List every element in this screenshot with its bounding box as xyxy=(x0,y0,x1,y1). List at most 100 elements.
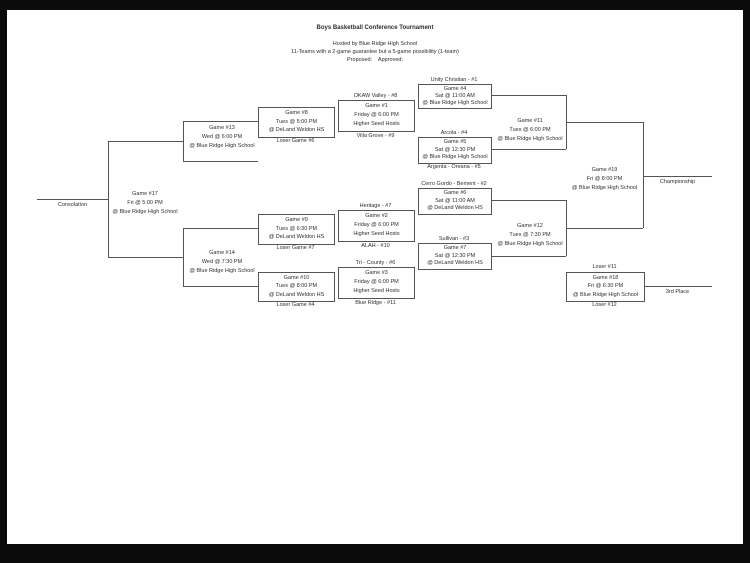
game-19-block: Game #19 Fri @ 8:00 PM @ Blue Ridge High… xyxy=(567,166,642,193)
bracket-line-game9-in xyxy=(183,228,258,229)
game-6-time: Sat @ 11:00 AM xyxy=(435,197,475,204)
game-18-number: Game #18 xyxy=(592,274,619,281)
game-3-number: Game #3 xyxy=(365,270,388,277)
game-2-box: Game #2 Friday @ 6:00 PM Higher Seed Hos… xyxy=(338,210,415,242)
team-unity-christian: Unity Christian - #1 xyxy=(430,77,478,83)
game-11-time: Tues @ 6:00 PM xyxy=(509,127,551,133)
game-6-box: Game #6 Sat @ 11:00 AM @ DeLand Weldon H… xyxy=(418,188,492,215)
game-13-block: Game #13 Wed @ 6:00 PM @ Blue Ridge High… xyxy=(186,124,258,151)
game-10-time: Tues @ 8:00 PM xyxy=(275,283,318,290)
game-14-block: Game #14 Wed @ 7:30 PM @ Blue Ridge High… xyxy=(186,249,258,276)
team-blue-ridge: Blue Ridge - #11 xyxy=(355,300,396,306)
game-6-number: Game #6 xyxy=(443,190,467,197)
feeder-loser-game6: Loser Game #6 xyxy=(276,138,315,144)
bracket-line-game14-join xyxy=(183,228,184,286)
game-7-number: Game #7 xyxy=(443,245,467,252)
game-12-block: Game #12 Tues @ 7:30 PM @ Blue Ridge Hig… xyxy=(492,222,568,249)
bracket-line-game6-out xyxy=(490,200,566,201)
bracket-line-game13-bye xyxy=(183,161,258,162)
bracket-line-final-join xyxy=(643,122,644,228)
game-13-number: Game #13 xyxy=(209,125,235,131)
game-11-venue: @ Blue Ridge High School xyxy=(497,136,563,142)
game-9-venue: @ DeLand Weldon HS xyxy=(268,234,325,241)
team-arcola: Arcola - #4 xyxy=(440,130,468,136)
game-4-time: Sat @ 11:00 AM xyxy=(435,92,475,99)
page-title: Boys Basketball Conference Tournament xyxy=(316,25,434,31)
game-8-time: Tues @ 5:00 PM xyxy=(275,118,318,125)
game-5-time: Sat @ 12:30 PM xyxy=(434,146,476,153)
team-tri-county: Tri - County - #6 xyxy=(355,260,396,266)
team-alah: ALAH - #10 xyxy=(361,243,390,249)
game-6-venue: @ DeLand Weldon HS xyxy=(427,205,483,212)
feeder-loser-game7: Loser Game #7 xyxy=(276,245,315,251)
game-5-box: Game #5 Sat @ 12:30 PM @ Blue Ridge High… xyxy=(418,137,492,164)
game-11-number: Game #11 xyxy=(517,118,543,124)
team-sullivan: Sullivan - #3 xyxy=(438,236,470,242)
team-heritage: Heritage - #7 xyxy=(359,203,392,209)
game-14-number: Game #14 xyxy=(209,250,235,256)
game-12-venue: @ Blue Ridge High School xyxy=(497,241,563,247)
game-14-venue: @ Blue Ridge High School xyxy=(189,268,255,274)
bracket-line-game4-out xyxy=(490,95,566,96)
game-13-time: Wed @ 6:00 PM xyxy=(201,134,243,140)
game-17-venue: @ Blue Ridge High School xyxy=(112,209,178,215)
consolation-label: Consolation xyxy=(57,202,88,208)
game-7-time: Sat @ 12:30 PM xyxy=(434,252,476,259)
team-villa-grove: Villa Grove - #9 xyxy=(356,133,395,139)
championship-label: Championship xyxy=(659,179,696,185)
bracket-line-consolation xyxy=(37,199,108,200)
game-7-venue: @ DeLand Weldon HS xyxy=(427,260,483,267)
third-place-label: 3rd Place xyxy=(665,289,690,295)
game-17-time: Fri @ 5:00 PM xyxy=(127,200,163,206)
game-10-venue: @ DeLand Weldon HS xyxy=(268,291,325,298)
game-1-number: Game #1 xyxy=(365,103,388,110)
game-3-venue: Higher Seed Hosts xyxy=(353,288,400,295)
game-4-venue: @ Blue Ridge High School xyxy=(422,99,488,106)
game-8-venue: @ DeLand Weldon HS xyxy=(268,127,325,134)
game-8-number: Game #8 xyxy=(285,110,308,117)
game-4-number: Game #4 xyxy=(443,85,467,92)
game-1-venue: Higher Seed Hosts xyxy=(353,121,400,128)
game-3-time: Friday @ 6:00 PM xyxy=(354,279,399,286)
header-format-line: 11-Teams with a 2-game guarantee but a 5… xyxy=(291,49,459,55)
game-1-box: Game #1 Friday @ 6:00 PM Higher Seed Hos… xyxy=(338,100,415,132)
game-12-time: Tues @ 7:30 PM xyxy=(509,232,551,238)
bracket-line-game7-out xyxy=(490,256,566,257)
bracket-line-game11-out xyxy=(566,122,643,123)
game-13-venue: @ Blue Ridge High School xyxy=(189,143,255,149)
game-5-number: Game #5 xyxy=(443,139,467,146)
game-18-box: Game #18 Fri @ 6:30 PM @ Blue Ridge High… xyxy=(566,272,645,302)
game-5-venue: @ Blue Ridge High School xyxy=(422,154,488,161)
bracket-line-game13-out xyxy=(108,141,183,142)
game-7-box: Game #7 Sat @ 12:30 PM @ DeLand Weldon H… xyxy=(418,243,492,270)
game-9-box: Game #9 Tues @ 6:30 PM @ DeLand Weldon H… xyxy=(258,214,335,245)
team-okaw-valley: OKAW Valley - #8 xyxy=(353,93,398,99)
game-10-box: Game #10 Tues @ 8:00 PM @ DeLand Weldon … xyxy=(258,272,335,302)
game-9-number: Game #9 xyxy=(285,217,308,224)
game-18-time: Fri @ 6:30 PM xyxy=(587,283,624,290)
header-approval-line: Proposed: Approved: xyxy=(347,57,403,63)
game-19-time: Fri @ 8:00 PM xyxy=(586,176,623,182)
game-19-number: Game #19 xyxy=(591,167,618,173)
game-8-box: Game #8 Tues @ 5:00 PM @ DeLand Weldon H… xyxy=(258,107,335,138)
game-1-time: Friday @ 6:00 PM xyxy=(354,112,399,119)
header-host-line: Hosted by Blue Ridge High School xyxy=(332,41,418,47)
game-17-number: Game #17 xyxy=(132,191,158,197)
bracket-line-game17-join xyxy=(108,141,109,257)
game-2-time: Friday @ 6:00 PM xyxy=(354,222,399,229)
game-14-time: Wed @ 7:30 PM xyxy=(201,259,243,265)
game-9-time: Tues @ 6:30 PM xyxy=(275,225,318,232)
bracket-line-game14-out xyxy=(108,257,183,258)
game-17-block: Game #17 Fri @ 5:00 PM @ Blue Ridge High… xyxy=(110,190,180,217)
bracket-line-game10-in xyxy=(183,286,258,287)
bracket-line-game8-in xyxy=(183,121,258,122)
bracket-line-game12-out xyxy=(566,228,643,229)
bracket-line-game13-join xyxy=(183,121,184,161)
game-3-box: Game #3 Friday @ 6:00 PM Higher Seed Hos… xyxy=(338,267,415,299)
team-argenta-oreana: Argenta - Oreana - #5 xyxy=(427,164,481,170)
bracket-line-game5-out xyxy=(490,149,566,150)
bracket-line-championship xyxy=(643,176,712,177)
game-11-block: Game #11 Tues @ 6:00 PM @ Blue Ridge Hig… xyxy=(492,117,568,144)
game-12-number: Game #12 xyxy=(517,223,543,229)
